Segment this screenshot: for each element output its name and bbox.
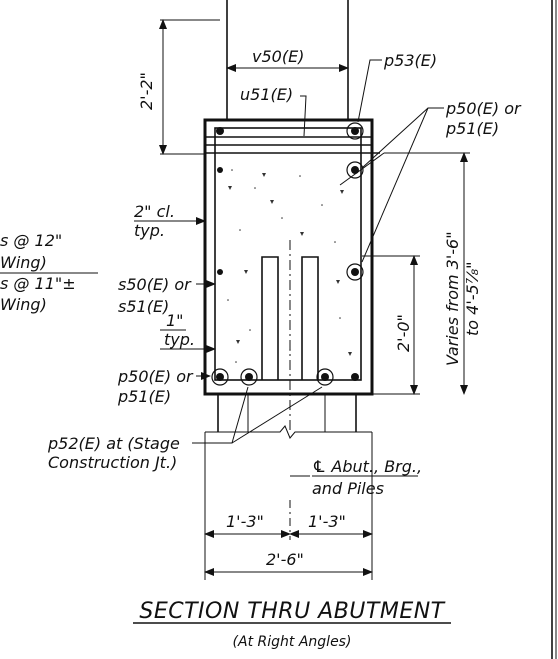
dim-varies-1: Varies from 3'-6" <box>443 231 462 366</box>
dim-2ft6: 2'-6" <box>266 550 304 569</box>
label-p50-or-bot: p50(E) or <box>117 367 194 386</box>
bar-left-upper <box>217 167 223 173</box>
leader-p50-top-a <box>361 107 444 169</box>
section-subtitle: (At Right Angles) <box>233 634 352 650</box>
label-p50-or-top: p50(E) or <box>445 99 522 118</box>
bar-ring-p52-left <box>240 368 258 386</box>
label-p52-1: p52(E) at (Stage <box>47 434 180 453</box>
rebar-cage <box>214 127 362 381</box>
label-p52-2: Construction Jt.) <box>48 453 177 472</box>
bar-right-mid <box>351 268 359 276</box>
label-1in: 1" <box>166 311 184 330</box>
leader-p52-b <box>231 386 323 444</box>
label-wing-2: Wing) <box>0 253 47 272</box>
bar-top-left <box>216 127 224 135</box>
cap-outline <box>203 118 374 396</box>
label-wing-3: s @ 11"± <box>0 274 76 293</box>
label-cl-typ: typ. <box>134 221 165 240</box>
dim-varies-2: to 4'-5⁷⁄₈" <box>463 261 482 336</box>
label-2in-cl: 2" cl. <box>134 202 175 221</box>
bar-ring-bottom-left <box>211 368 229 386</box>
bar-ring-p53 <box>346 122 364 140</box>
label-1in-typ: typ. <box>164 330 195 349</box>
label-wing-1: s @ 12" <box>0 231 62 250</box>
joint-key-left <box>261 256 279 380</box>
bar-bottom-right <box>351 373 359 381</box>
dim-1ft3-left: 1'-3" <box>226 512 264 531</box>
break-line <box>205 425 372 439</box>
label-s50-or: s50(E) or <box>118 275 192 294</box>
bar-ring-right-upper <box>346 161 364 179</box>
joint-key-right <box>301 256 319 380</box>
bar-ring-p52-right <box>316 368 334 386</box>
label-cl-abut-2: and Piles <box>312 479 384 498</box>
label-p51-bot: p51(E) <box>117 387 171 406</box>
dim-2ft0: 2'-0" <box>394 314 413 352</box>
leader-u51 <box>300 95 307 137</box>
bar-ring-right-mid <box>346 263 364 281</box>
label-u51: u51(E) <box>240 85 293 104</box>
bar-top-right <box>351 127 359 135</box>
dim-2ft2: 2'-2" <box>137 72 156 110</box>
label-p53: p53(E) <box>383 51 437 70</box>
bar-bottom-left <box>216 373 224 381</box>
dim-1ft3-right: 1'-3" <box>308 512 346 531</box>
leader-tick <box>339 152 385 186</box>
label-v50: v50(E) <box>252 47 304 66</box>
leader-p53 <box>357 59 382 123</box>
bar-left-mid <box>217 269 223 275</box>
label-p51-top: p51(E) <box>445 119 499 138</box>
bar-p52-left <box>245 373 253 381</box>
concrete-stipple <box>227 169 352 363</box>
bar-right-upper <box>351 166 359 174</box>
label-cl-abut-1: ℄ Abut., Brg., <box>312 457 422 476</box>
leader-p50-top-b <box>361 107 429 263</box>
section-title: SECTION THRU ABUTMENT <box>139 599 445 624</box>
label-wing-4: Wing) <box>0 295 47 314</box>
label-s51: s51(E) <box>118 297 169 316</box>
bar-p52-right <box>321 373 329 381</box>
